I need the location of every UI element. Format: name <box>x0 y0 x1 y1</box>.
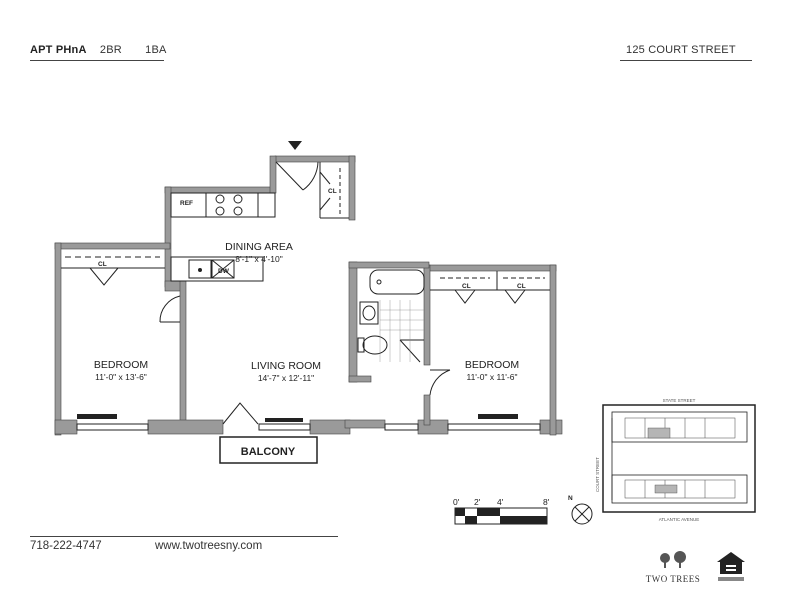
bedroom-left-name: BEDROOM <box>94 359 148 371</box>
bath-count: 1BA <box>145 44 167 56</box>
bedroom-left-dims: 11'-0" x 13'-6" <box>95 372 147 382</box>
closet-label-left: CL <box>98 261 107 268</box>
interior-lines <box>61 161 550 464</box>
scale-label-0: 0' <box>453 497 460 507</box>
scale-bar: 0' 2' 4' 8' <box>453 497 550 525</box>
header-unit-info: APT PHnA 2BR 1BA <box>30 44 187 56</box>
bedroom-count: 2BR <box>99 44 122 56</box>
compass-north: N <box>568 495 573 502</box>
bedroom-right-dims: 11'-0" x 11'-6" <box>466 372 517 382</box>
living-room-dims: 14'-7" x 12'-11" <box>258 373 314 383</box>
closet-label-right-1: CL <box>462 283 471 290</box>
closet-label-right-2: CL <box>517 283 526 290</box>
radiators <box>77 414 518 422</box>
website-link[interactable]: www.twotreesny.com <box>155 540 263 552</box>
balcony-label: BALCONY <box>241 446 296 458</box>
key-plan: STATE STREET ATLANTIC AVENUE COURT STREE… <box>595 398 756 522</box>
windows <box>76 423 541 431</box>
footer-rule <box>30 536 338 537</box>
bedroom-right-name: BEDROOM <box>465 359 519 371</box>
scale-label-2: 2' <box>474 497 481 507</box>
phone-number: 718-222-4747 <box>30 540 102 552</box>
key-plan-north-street: STATE STREET <box>663 398 696 403</box>
scale-label-8: 8' <box>543 497 550 507</box>
dining-area-dims: 8'-1" x 4'-10" <box>235 254 283 264</box>
dining-area-name: DINING AREA <box>225 241 293 253</box>
compass-icon: N <box>568 495 593 525</box>
closet-label-hall: CL <box>328 188 337 195</box>
unit-name: APT PHnA <box>30 44 87 56</box>
scale-label-4: 4' <box>497 497 504 507</box>
header-rule-left <box>30 60 164 61</box>
ref-label: REF <box>180 200 193 207</box>
key-plan-west-street: COURT STREET <box>595 457 600 492</box>
address: 125 COURT STREET <box>626 44 736 56</box>
header-rule-right <box>620 60 752 61</box>
dw-label: DW <box>218 268 230 275</box>
entry-arrow-icon <box>288 141 302 150</box>
living-room-name: LIVING ROOM <box>251 360 321 372</box>
key-plan-south-street: ATLANTIC AVENUE <box>659 517 700 522</box>
walls <box>54 155 563 436</box>
